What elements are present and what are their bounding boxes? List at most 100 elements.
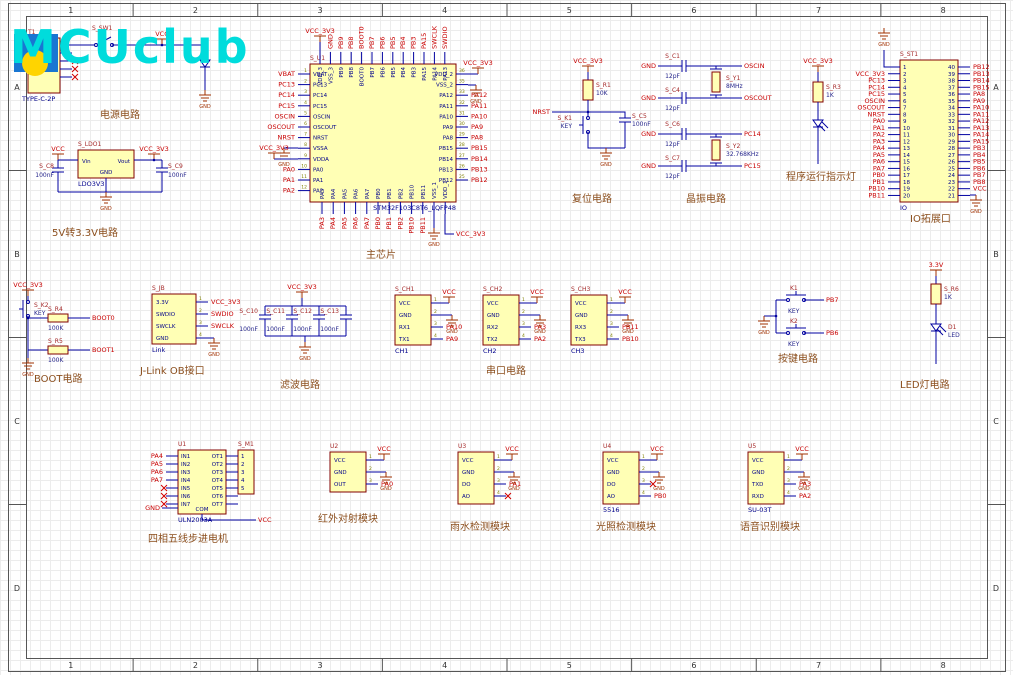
net-label[interactable]: PB0 bbox=[654, 492, 667, 500]
designator[interactable]: S_M1 bbox=[238, 441, 254, 448]
pin-name[interactable]: PA7 bbox=[365, 188, 371, 199]
resistor[interactable] bbox=[47, 313, 69, 323]
net-label[interactable]: VCC bbox=[258, 516, 272, 524]
net-label[interactable]: PC14 bbox=[868, 83, 885, 91]
net-label[interactable]: PA10 bbox=[471, 112, 487, 120]
designator[interactable]: S_C13 bbox=[320, 308, 339, 315]
no-erc-marker[interactable] bbox=[71, 73, 79, 81]
io-expansion[interactable]: GNDS_ST1IO12VCC_3V33PC134PC145PC156OSCIN… bbox=[856, 28, 990, 225]
designator[interactable]: S_C11 bbox=[266, 308, 285, 315]
pin-name[interactable]: 2 bbox=[241, 462, 245, 468]
key-button[interactable] bbox=[786, 331, 790, 335]
pin-name[interactable]: 3.3V bbox=[156, 300, 169, 306]
pin-name[interactable]: IN2 bbox=[181, 462, 190, 468]
net-label[interactable]: PB14 bbox=[471, 155, 488, 163]
pin-name[interactable]: 13 bbox=[903, 146, 910, 152]
pin-name[interactable]: VCC bbox=[487, 301, 499, 307]
net-label[interactable]: PA2 bbox=[873, 131, 885, 139]
pin-number[interactable]: 1 bbox=[199, 296, 202, 302]
component-body[interactable] bbox=[570, 294, 608, 346]
net-label[interactable]: PC14 bbox=[278, 91, 295, 99]
net-label[interactable]: VCC bbox=[51, 145, 65, 153]
pin-name[interactable]: PC15 bbox=[313, 104, 328, 110]
net-label[interactable]: PB3 bbox=[973, 144, 986, 152]
pin-name[interactable]: PA1 bbox=[313, 178, 323, 184]
pin-name[interactable]: 39 bbox=[948, 72, 955, 78]
pin-name[interactable]: VCC bbox=[462, 458, 474, 464]
net-label[interactable]: VCC_3V3 bbox=[573, 57, 603, 65]
led[interactable] bbox=[812, 119, 824, 128]
pin-name[interactable]: VCC bbox=[399, 301, 411, 307]
net-label[interactable]: SWDIO bbox=[211, 310, 234, 318]
net-label[interactable]: PB12 bbox=[973, 63, 990, 71]
switch[interactable] bbox=[97, 36, 112, 45]
net-label[interactable]: VCC_3V3 bbox=[463, 59, 493, 67]
part-number[interactable]: TYPE-C-2P bbox=[21, 95, 55, 103]
net-label[interactable]: SWCLK bbox=[430, 25, 438, 49]
power-label[interactable]: GND bbox=[798, 486, 810, 492]
pin-name[interactable]: IN4 bbox=[181, 478, 191, 484]
net-label[interactable]: PA9 bbox=[446, 335, 458, 343]
key-button[interactable] bbox=[586, 116, 590, 120]
pin-name[interactable]: PB4 bbox=[401, 67, 407, 78]
value-label[interactable]: 12pF bbox=[665, 105, 680, 112]
pin-name[interactable]: 6 bbox=[903, 99, 907, 105]
pin-name[interactable]: VDD_2 bbox=[435, 72, 453, 78]
pin-number[interactable]: 9 bbox=[304, 153, 307, 159]
net-label[interactable]: PA2 bbox=[283, 187, 295, 195]
net-label[interactable]: PB13 bbox=[471, 165, 488, 173]
designator[interactable]: S_C6 bbox=[665, 121, 680, 128]
pin-name[interactable]: 33 bbox=[948, 112, 955, 118]
crystal-circuit[interactable]: GNDS_C112pFOSCINS_Y18MHzGNDS_C412pFOSCOU… bbox=[641, 53, 772, 205]
pin-name[interactable]: TXD bbox=[751, 482, 763, 488]
component-body[interactable] bbox=[602, 451, 640, 505]
pin-number[interactable]: 4 bbox=[497, 490, 500, 496]
net-label[interactable]: PB1 bbox=[385, 217, 393, 230]
net-label[interactable]: GND bbox=[326, 34, 334, 49]
net-label[interactable]: PB6 bbox=[378, 36, 386, 49]
power-label[interactable]: GND bbox=[600, 162, 612, 168]
pin-number[interactable]: 4 bbox=[642, 490, 645, 496]
pin-number[interactable]: 3 bbox=[787, 478, 790, 484]
pin-name[interactable]: 17 bbox=[903, 173, 910, 179]
value-label[interactable]: 32.768KHz bbox=[726, 151, 759, 158]
pin-name[interactable]: IN5 bbox=[181, 486, 191, 492]
net-label[interactable]: PC15 bbox=[744, 162, 761, 170]
pin-number[interactable]: 3 bbox=[304, 89, 307, 95]
pin-name[interactable]: 38 bbox=[948, 79, 955, 85]
pin-name[interactable]: OT6 bbox=[212, 494, 224, 500]
value-label[interactable]: 1K bbox=[826, 92, 835, 99]
pin-name[interactable]: VDD_3 bbox=[318, 67, 324, 86]
no-erc-marker[interactable] bbox=[71, 65, 79, 73]
net-label[interactable]: PA0 bbox=[283, 165, 295, 173]
pin-name[interactable]: PB7 bbox=[370, 67, 376, 78]
net-label[interactable]: PA13 bbox=[973, 124, 989, 132]
led[interactable] bbox=[930, 323, 942, 332]
pin-name[interactable]: VDD_1 bbox=[443, 181, 449, 199]
pin-name[interactable]: VCC bbox=[607, 458, 619, 464]
net-label[interactable]: PC13 bbox=[278, 81, 295, 89]
net-label[interactable]: PA5 bbox=[151, 460, 163, 468]
value-label[interactable]: KEY bbox=[561, 123, 573, 130]
pin-name[interactable]: PB9 bbox=[339, 67, 345, 78]
pin-name[interactable]: PB2 bbox=[398, 188, 404, 199]
pin-name[interactable]: Vout bbox=[118, 159, 131, 165]
net-label[interactable]: PB14 bbox=[973, 77, 990, 85]
pin-number[interactable]: 1 bbox=[369, 454, 372, 460]
crystal[interactable] bbox=[711, 71, 721, 93]
designator[interactable]: U2 bbox=[330, 443, 338, 450]
designator[interactable]: S_C7 bbox=[665, 155, 680, 162]
block-caption[interactable]: 光照检测模块 bbox=[596, 520, 656, 533]
component-body[interactable] bbox=[329, 451, 367, 493]
pin-number[interactable]: 3 bbox=[369, 478, 372, 484]
pin-name[interactable]: 18 bbox=[903, 180, 910, 186]
block-caption[interactable]: 按键电路 bbox=[778, 352, 818, 365]
power-label[interactable]: GND bbox=[278, 162, 290, 168]
part-number[interactable]: 5516 bbox=[603, 506, 620, 514]
value-label[interactable]: 100nF bbox=[632, 121, 651, 128]
net-label[interactable]: PC14 bbox=[744, 130, 761, 138]
net-label[interactable]: PB0 bbox=[374, 217, 382, 230]
net-label[interactable]: BOOT0 bbox=[92, 314, 115, 322]
net-label[interactable]: PA14 bbox=[973, 131, 989, 139]
